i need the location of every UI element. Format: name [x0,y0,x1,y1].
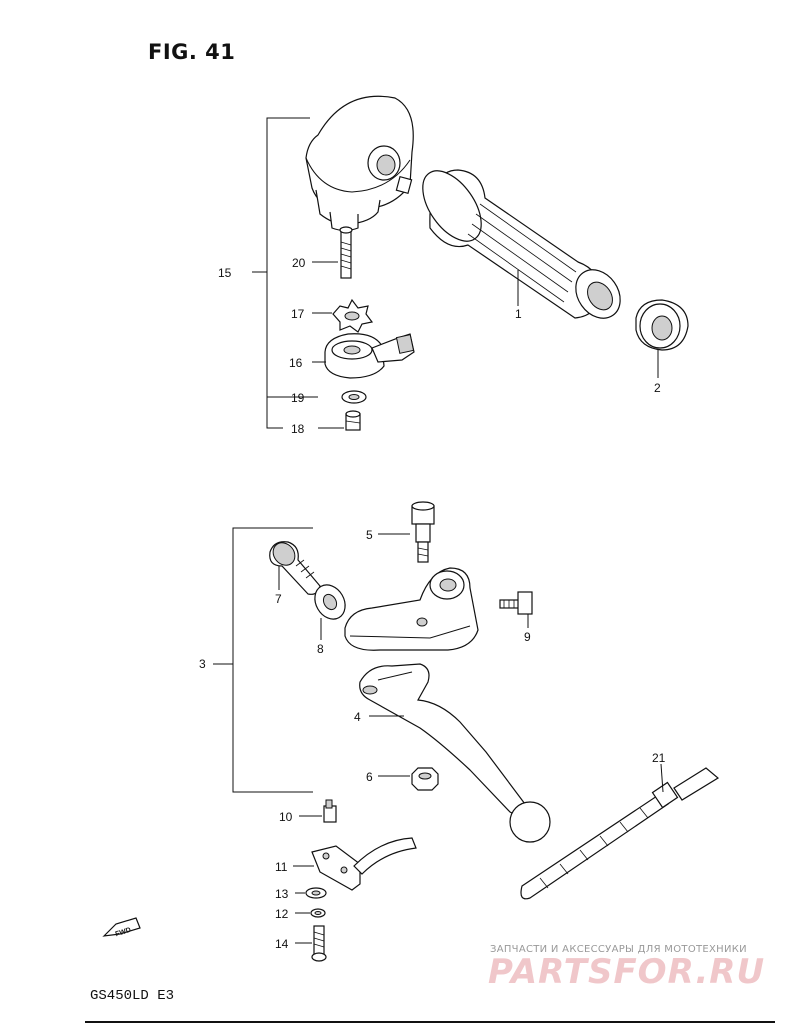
fwd-arrow-icon: FWD [102,917,141,939]
watermark-logo: PARTSFOR.RU [488,952,766,992]
clip-part-10[interactable] [323,799,337,823]
label-part-2: 2 [654,381,661,395]
choke-lever-part-16[interactable] [324,333,415,379]
model-code: GS450LD E3 [90,988,175,1004]
screw-part-18[interactable] [345,410,361,431]
washer-part-19[interactable] [341,390,367,404]
clutch-switch-part-11[interactable] [311,837,417,891]
washer-part-13[interactable] [305,887,327,899]
label-part-16: 16 [289,356,303,370]
adjuster-bolt-part-7[interactable] [269,538,321,595]
lever-holder[interactable] [344,567,479,651]
label-part-21: 21 [652,751,666,765]
washer-part-12[interactable] [310,908,326,918]
bracket-3 [213,527,313,793]
screw-part-20[interactable] [339,226,353,279]
label-part-13: 13 [275,887,289,901]
label-part-18: 18 [291,422,305,436]
label-part-3: 3 [199,657,206,671]
label-part-14: 14 [275,937,289,951]
label-part-9: 9 [524,630,531,644]
label-part-1: 1 [515,307,522,321]
end-cap-part-2[interactable] [635,299,689,351]
switch-housing-part-15[interactable] [305,95,414,232]
clutch-lever-part-4[interactable] [359,663,551,843]
figure-title: FIG. 41 [148,40,236,64]
watermark-tagline: ЗАПЧАСТИ И АКСЕССУАРЫ ДЛЯ МОТОТЕХНИКИ [490,944,747,955]
pivot-bolt-part-5[interactable] [411,501,435,563]
grip-part-1[interactable] [411,161,629,327]
label-part-11: 11 [275,860,288,874]
fwd-label: FWD [115,927,132,939]
label-part-15: 15 [218,266,232,280]
screw-part-14[interactable] [311,925,327,962]
label-part-5: 5 [366,528,373,542]
bracket-15 [252,117,318,429]
label-part-6: 6 [366,770,373,784]
label-part-8: 8 [317,642,324,656]
label-part-4: 4 [354,710,361,724]
label-part-17: 17 [291,307,305,321]
star-washer-part-17[interactable] [332,298,374,333]
locknut-part-8[interactable] [309,579,351,624]
label-part-20: 20 [292,256,306,270]
label-part-10: 10 [279,810,293,824]
label-part-12: 12 [275,907,289,921]
label-part-19: 19 [291,391,305,405]
nut-part-6[interactable] [411,767,439,791]
label-part-7: 7 [275,592,282,606]
bolt-part-9[interactable] [499,591,533,615]
cable-tie-part-21[interactable] [520,767,720,900]
